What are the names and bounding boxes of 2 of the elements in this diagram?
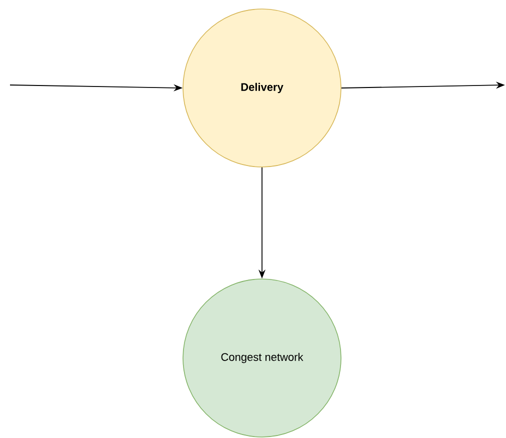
circle-node: Congest network <box>182 278 342 438</box>
circle-node: Delivery <box>182 8 342 168</box>
